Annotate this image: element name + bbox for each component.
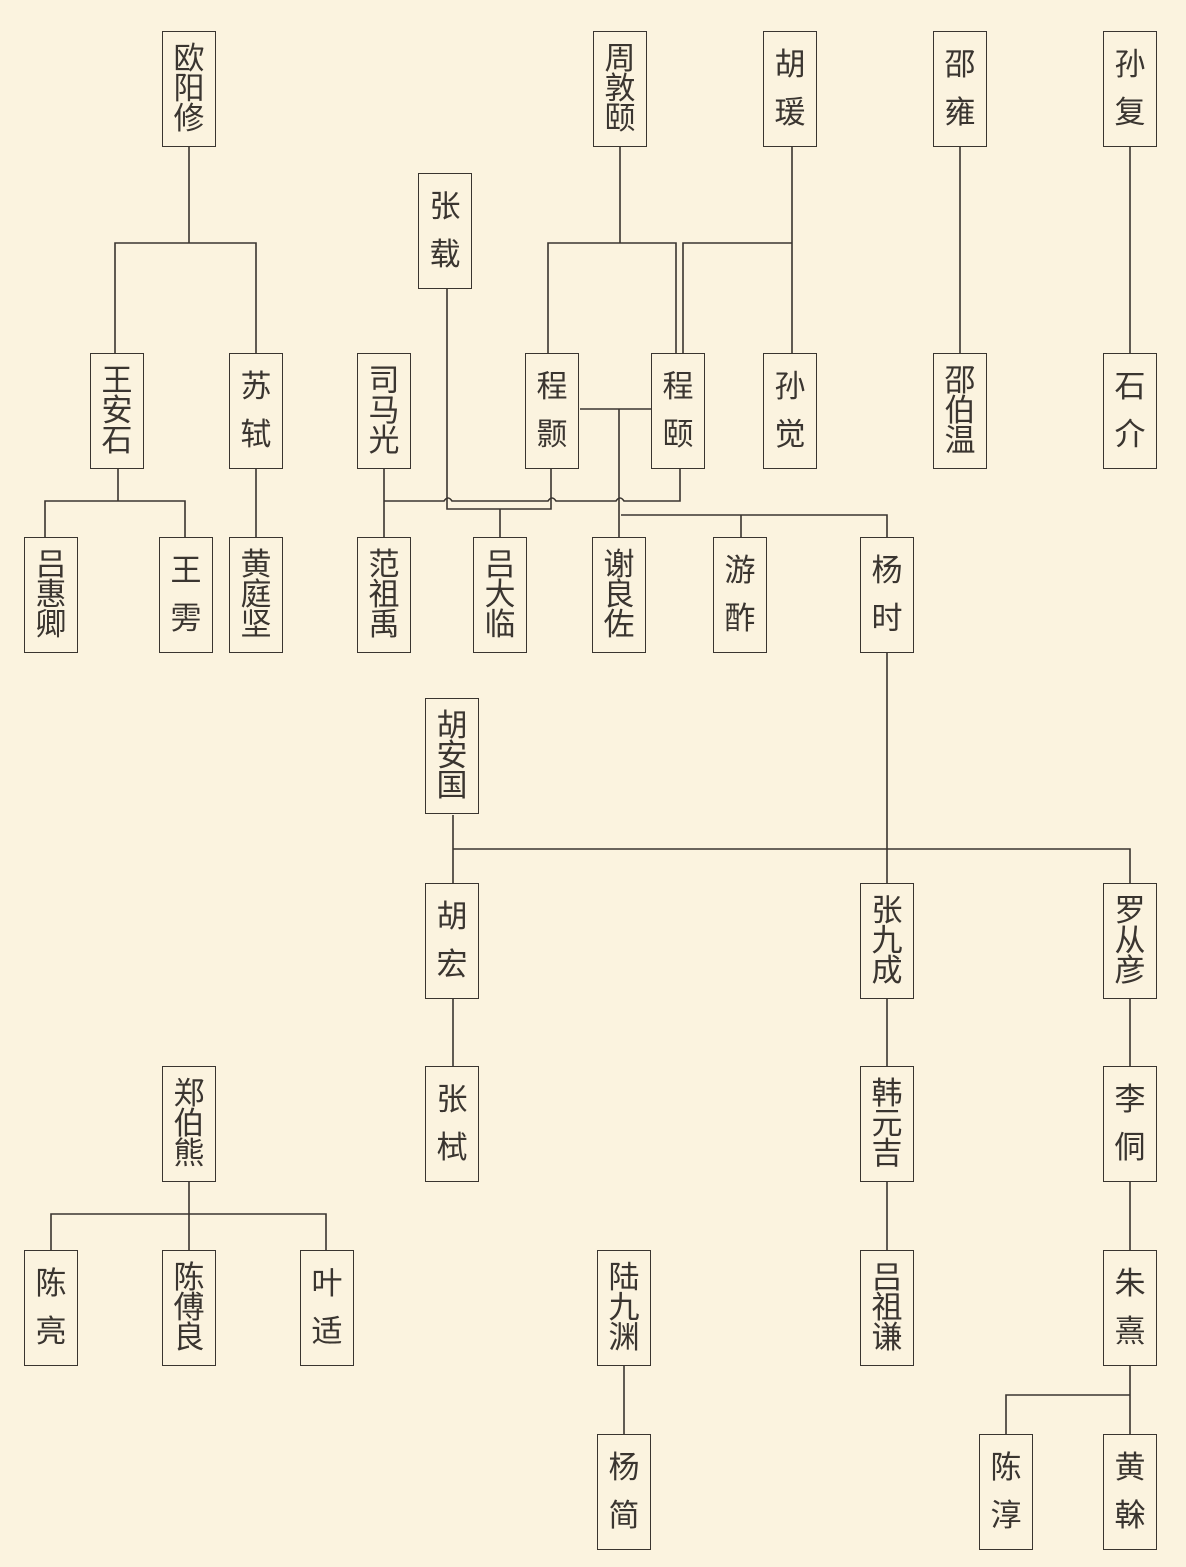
- person-node-shaoyong: 邵雍: [933, 31, 987, 147]
- person-node-chenliang: 陈亮: [24, 1250, 78, 1366]
- person-node-chengyi: 程颐: [651, 353, 705, 469]
- link-huyuan: [682, 147, 793, 353]
- person-node-ouyangxiu: 欧阳修: [162, 31, 216, 147]
- link-zhengboxiong: [50, 1182, 327, 1250]
- person-node-yeshi: 叶适: [300, 1250, 354, 1366]
- person-node-wangpang: 王雱: [159, 537, 213, 653]
- link-ouyangxiu: [114, 147, 257, 353]
- person-node-shijie: 石介: [1103, 353, 1157, 469]
- link-wanganshi: [44, 469, 186, 537]
- person-node-chenfuliang: 陈傅良: [162, 1250, 216, 1366]
- person-node-zhangshi: 张栻: [425, 1066, 479, 1182]
- person-node-youzuo: 游酢: [713, 537, 767, 653]
- person-node-huhong: 胡宏: [425, 883, 479, 999]
- person-node-lvzuqian: 吕祖谦: [860, 1250, 914, 1366]
- link-zhangzai: [446, 289, 552, 537]
- link-cheng-brothers: [580, 408, 888, 537]
- person-node-lvdalin: 吕大临: [473, 537, 527, 653]
- person-node-luocongyan: 罗从彦: [1103, 883, 1157, 999]
- link-simaguang-chengyi: [383, 469, 681, 537]
- person-node-zhangzai: 张载: [418, 173, 472, 289]
- person-node-sunfu: 孙复: [1103, 31, 1157, 147]
- person-node-chenghao: 程颢: [525, 353, 579, 469]
- person-node-huyuan: 胡瑗: [763, 31, 817, 147]
- person-node-sushi: 苏轼: [229, 353, 283, 469]
- person-node-xieliangzuo: 谢良佐: [592, 537, 646, 653]
- person-node-simaguang: 司马光: [357, 353, 411, 469]
- person-node-huanguo: 胡安国: [425, 698, 479, 814]
- person-node-lujiuyuan: 陆九渊: [597, 1250, 651, 1366]
- person-node-yangshi: 杨时: [860, 537, 914, 653]
- person-node-sunjue: 孙觉: [763, 353, 817, 469]
- link-zhuxi: [1005, 1366, 1131, 1434]
- person-node-zhangjiucheng: 张九成: [860, 883, 914, 999]
- link-huanguo: [452, 815, 1131, 883]
- person-node-huanggan: 黄榦: [1103, 1434, 1157, 1550]
- person-node-yangjian: 杨简: [597, 1434, 651, 1550]
- link-zhoudunyi: [547, 147, 677, 353]
- person-node-shaobowen: 邵伯温: [933, 353, 987, 469]
- person-node-litong: 李侗: [1103, 1066, 1157, 1182]
- person-node-hanyuanji: 韩元吉: [860, 1066, 914, 1182]
- person-node-zhoudunyi: 周敦颐: [593, 31, 647, 147]
- person-node-huangtingjian: 黄庭坚: [229, 537, 283, 653]
- person-node-fanzuyu: 范祖禹: [357, 537, 411, 653]
- person-node-zhengboxiong: 郑伯熊: [162, 1066, 216, 1182]
- person-node-chenchun: 陈淳: [979, 1434, 1033, 1550]
- person-node-wanganshi: 王安石: [90, 353, 144, 469]
- person-node-lvhuiqing: 吕惠卿: [24, 537, 78, 653]
- person-node-zhuxi: 朱熹: [1103, 1250, 1157, 1366]
